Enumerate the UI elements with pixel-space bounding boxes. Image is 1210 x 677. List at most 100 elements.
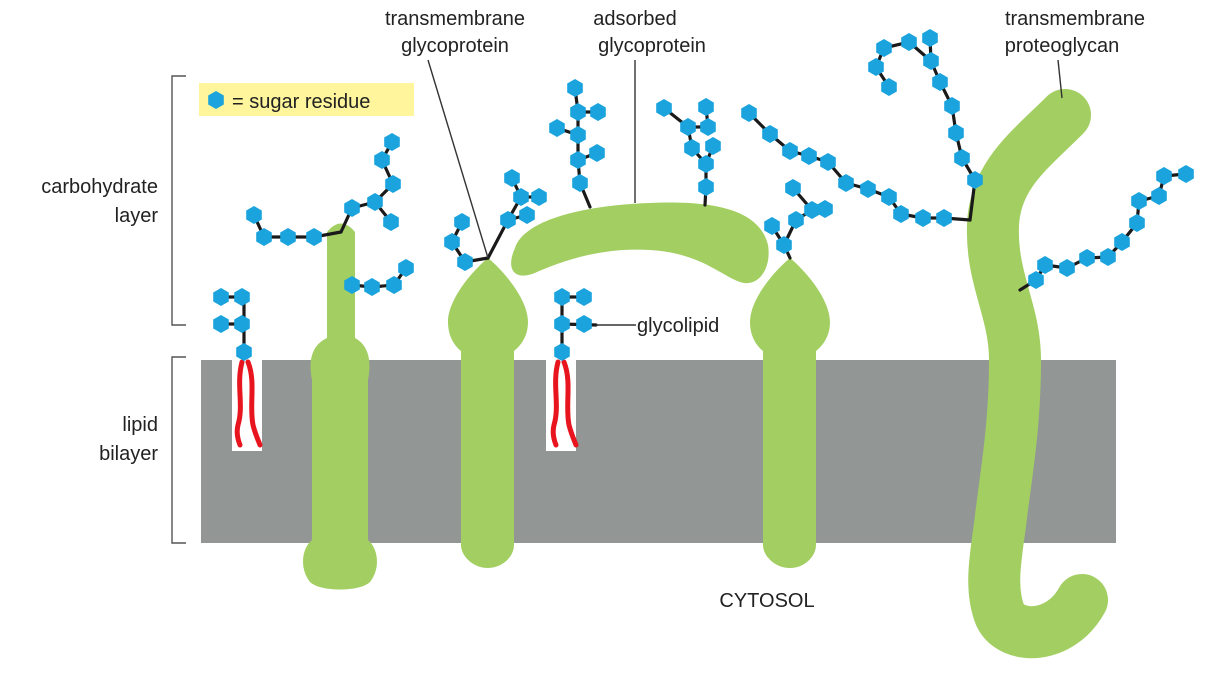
sugar-residue-icon [741,104,757,122]
leader-lines [427,59,1063,326]
sugar-residue-icon [589,144,605,162]
sugar-residue-icon [234,288,250,306]
sugar-residue-icon [554,315,570,333]
sugar-residue-icon [454,213,470,231]
sugar-residue-icon [876,39,892,57]
sugar-residue-icon [234,315,250,333]
sugar-residue-icon [213,315,229,333]
sugar-residue-icon [868,58,884,76]
adsorbed-glycoprotein-label-line1: adsorbed [593,8,676,30]
sugar-residue-icon [923,52,939,70]
sugar-residue-icon [344,276,360,294]
sugar-residue-icon [893,205,909,223]
carbohydrate-layer-label-line1: carbohydrate [41,176,158,198]
lipid-bilayer-bracket [171,356,186,544]
sugar-residue-icon [881,188,897,206]
sugar-residue-icon [444,233,460,251]
sugar-residue-icon [572,174,588,192]
sugar-residue-icon [384,133,400,151]
sugar-residue-icon [1037,256,1053,274]
sugar-residue-icon [785,179,801,197]
transmembrane-protein-left [303,223,377,590]
sugar-residue-icon [513,188,529,206]
sugar-residue-icon [306,228,322,246]
lipid-bilayer-label-line2: bilayer [99,443,158,465]
sugar-residue-icon [567,79,583,97]
sugar-residue-icon [838,174,854,192]
sugar-residue-icon [383,213,399,231]
carbohydrate-layer-bracket [171,75,186,326]
legend-box [199,83,414,116]
sugar-residue-icon [398,259,414,277]
sugar-residue-icon [344,199,360,217]
sugar-residue-icon [948,124,964,142]
transmembrane-glycoprotein-label-line2: glycoprotein [401,35,509,57]
sugar-residue-icon [922,29,938,47]
sugar-residue-icon [656,99,672,117]
sugar-residue-icon [860,180,876,198]
sugar-residue-icon [386,276,402,294]
sugar-residue-icon [246,206,262,224]
sugar-residue-icon [1178,165,1194,183]
sugar-residue-icon [554,343,570,361]
sugar-residue-icon [367,193,383,211]
sugar-residues [213,29,1194,361]
sugar-residue-icon [698,98,714,116]
sugar-residue-icon [700,118,716,136]
sugar-residue-icon [1151,187,1167,205]
sugar-residue-icon [256,228,272,246]
sugar-residue-icon [764,217,780,235]
sugar-residue-icon [1028,271,1044,289]
transmembrane-protein-right [750,258,830,568]
sugar-residue-icon [549,119,565,137]
transmembrane-glycoprotein [448,258,528,568]
sugar-residue-icon [554,288,570,306]
sugar-residue-icon [1114,233,1130,251]
sugar-residue-icon [698,155,714,173]
transmembrane-proteoglycan-label-line2: proteoglycan [1005,35,1120,57]
transmembrane-proteoglycan-core [966,89,1108,659]
sugar-residue-icon [1100,248,1116,266]
proteins [303,89,1108,659]
sugar-residue-icon [932,73,948,91]
sugar-residue-icon [1079,249,1095,267]
sugar-residue-icon [570,151,586,169]
transmembrane-proteoglycan-label-line1: transmembrane [1005,8,1145,30]
sugar-residue-icon [1156,167,1172,185]
sugar-residue-icon [374,151,390,169]
sugar-residue-icon [788,211,804,229]
adsorbed-glycoprotein [511,202,769,284]
lipid-tail-mid-a [550,359,561,448]
sugar-residue-icon [776,236,792,254]
sugar-residue-icon [901,33,917,51]
sugar-residue-icon [954,149,970,167]
sugar-residue-icon [385,175,401,193]
lipid-bilayer-label-line1: lipid [122,414,158,436]
lipid-tail-left-a [234,359,245,448]
sugar-hexagon-icon [208,91,224,109]
sugar-residue-icon [804,201,820,219]
sugar-residue-icon [590,103,606,121]
leader-transmembrane-proteoglycan [1057,59,1063,99]
adsorbed-glycoprotein-label-line2: glycoprotein [598,35,706,57]
sugar-residue-icon [280,228,296,246]
sugar-residue-icon [364,278,380,296]
sugar-residue-icon [1059,259,1075,277]
sugar-residue-icon [967,171,983,189]
sugar-residue-icon [570,103,586,121]
sugar-residue-icon [236,343,252,361]
sugar-residue-icon [915,209,931,227]
sugar-residue-icon [457,253,473,271]
sugar-residue-icon [1131,192,1147,210]
sugar-residue-icon [801,147,817,165]
sugar-residue-icon [936,209,952,227]
sugar-residue-icon [817,200,833,218]
sugar-residue-icon [944,97,960,115]
sugar-residue-icon [576,288,592,306]
sugar-residue-icon [705,137,721,155]
sugar-residue-icon [782,142,798,160]
lipid-tails [234,359,579,448]
legend: = sugar residue [199,83,414,116]
sugar-residue-icon [500,211,516,229]
